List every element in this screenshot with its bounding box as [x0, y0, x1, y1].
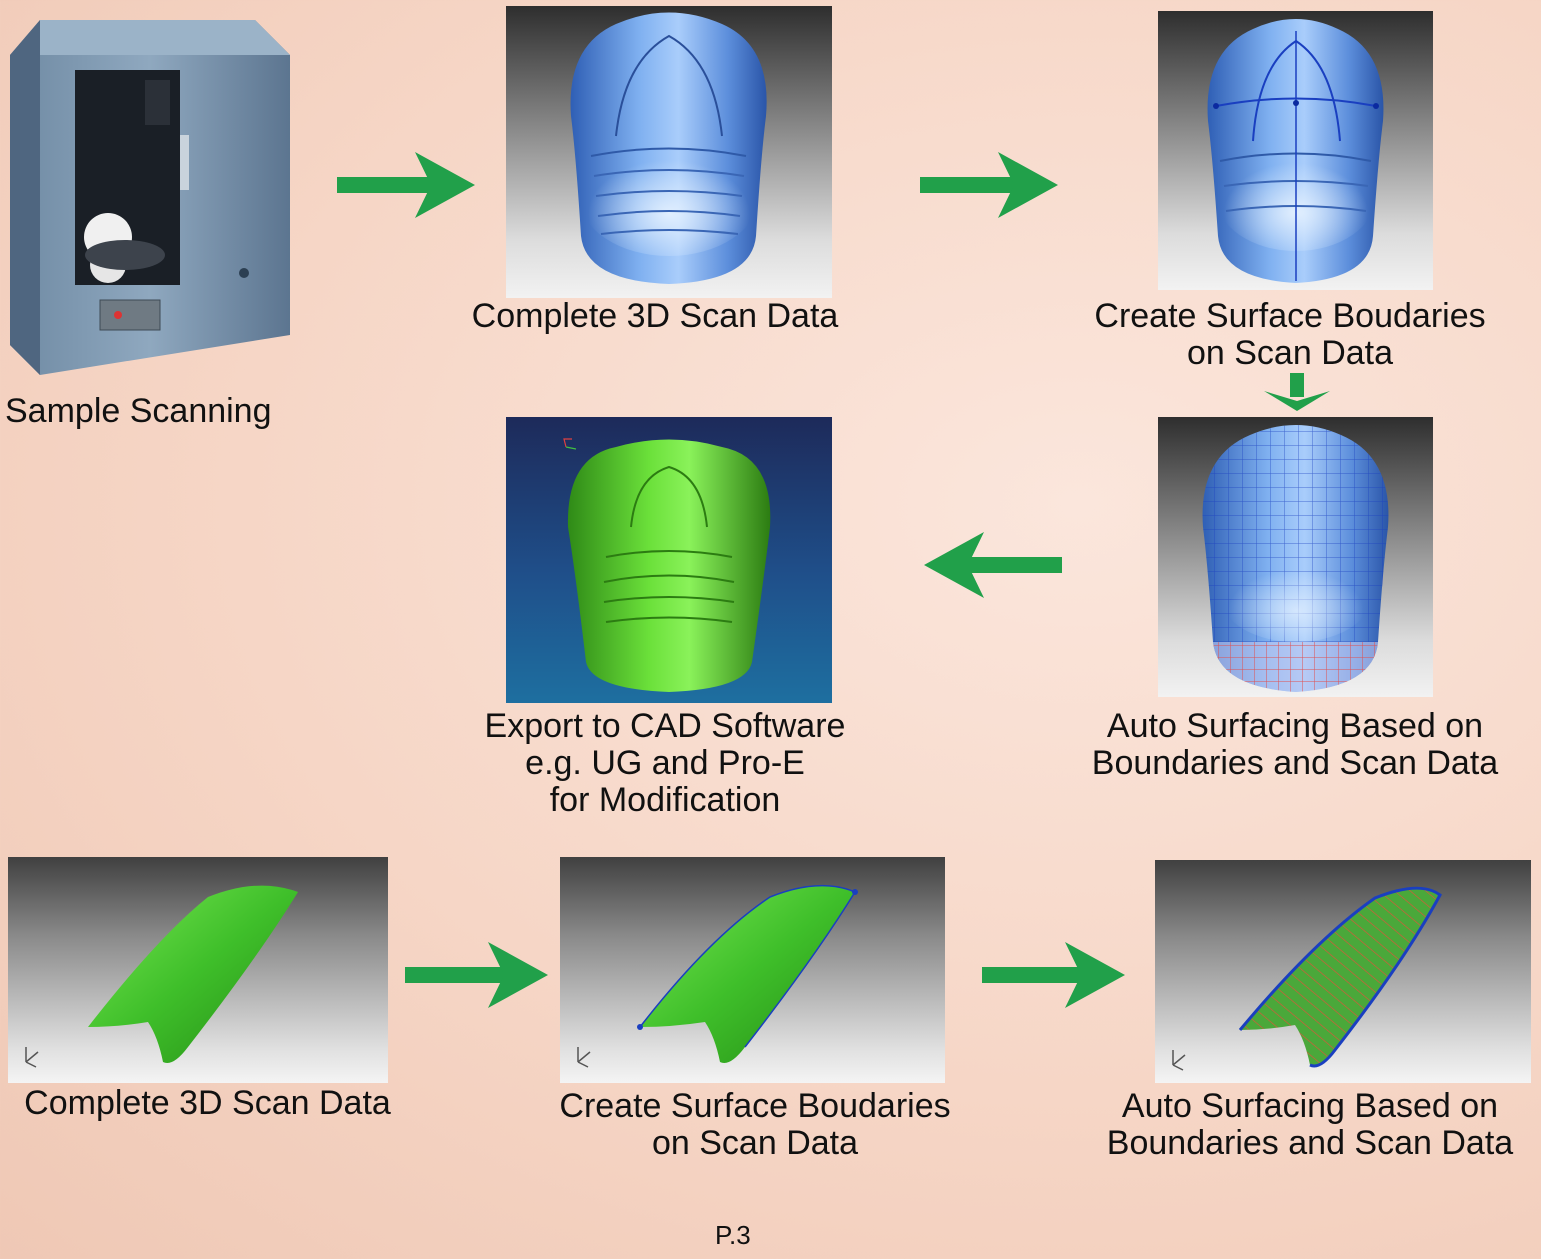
auto-surfacing-bottom-panel: [1155, 860, 1531, 1083]
caption-boundaries-top: Create Surface Boudaries on Scan Data: [1094, 297, 1486, 372]
arrow-right-3-icon: [405, 942, 548, 1008]
caption-scan-data-top: Complete 3D Scan Data: [471, 297, 839, 335]
page-number: P.3: [715, 1220, 751, 1250]
boundaries-top-panel: [1158, 11, 1433, 290]
scanner-cabinet-image: [10, 20, 290, 375]
boundaries-bottom-panel: [560, 857, 945, 1083]
arrow-right-2-icon: [920, 152, 1058, 218]
caption-boundaries-bottom: Create Surface Boudaries on Scan Data: [559, 1087, 951, 1162]
arrow-right-4-icon: [982, 942, 1125, 1008]
caption-auto-surfacing-top: Auto Surfacing Based on Boundaries and S…: [1091, 707, 1499, 782]
scan-data-bottom-panel: [8, 857, 388, 1083]
cad-export-panel: [506, 417, 832, 703]
arrow-right-1-icon: [337, 152, 475, 218]
caption-export-cad: Export to CAD Software e.g. UG and Pro-E…: [484, 707, 846, 819]
caption-auto-surfacing-bottom: Auto Surfacing Based on Boundaries and S…: [1106, 1087, 1514, 1162]
arrow-down-icon: [1264, 373, 1330, 411]
arrow-left-icon: [924, 532, 1062, 598]
auto-surfacing-top-panel: [1158, 417, 1433, 697]
caption-sample-scanning: Sample Scanning: [5, 392, 272, 430]
scan-data-top-panel: [506, 6, 832, 298]
caption-scan-data-bottom: Complete 3D Scan Data: [24, 1084, 391, 1122]
